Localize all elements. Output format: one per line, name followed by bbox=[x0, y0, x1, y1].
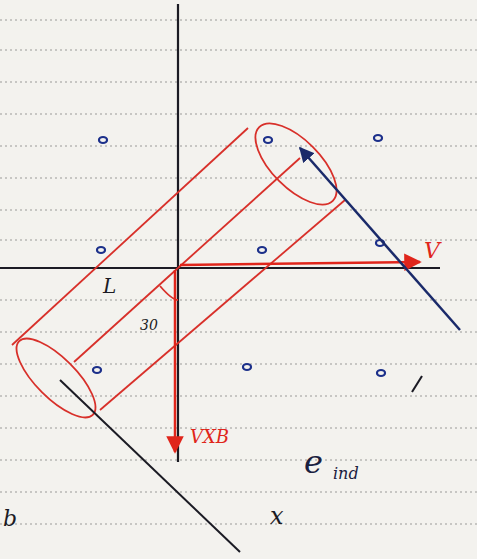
rod-cylinder bbox=[5, 110, 350, 429]
length-label: L bbox=[103, 276, 116, 296]
field-dots bbox=[93, 135, 385, 376]
force-arrow bbox=[174, 270, 177, 452]
guide-line bbox=[60, 380, 240, 552]
velocity-label: V bbox=[424, 240, 440, 262]
stray-letter: b bbox=[3, 508, 17, 530]
emf-direction-line bbox=[300, 148, 460, 330]
velocity-arrow bbox=[180, 262, 420, 265]
angle-label: 30 bbox=[140, 318, 158, 332]
emf-label: e bbox=[304, 446, 323, 478]
emf-subscript: ind bbox=[333, 466, 359, 482]
force-label: VXB bbox=[190, 428, 229, 446]
cross-mark: x bbox=[270, 504, 284, 528]
pen-mark bbox=[412, 376, 422, 392]
ruled-lines bbox=[0, 20, 477, 524]
